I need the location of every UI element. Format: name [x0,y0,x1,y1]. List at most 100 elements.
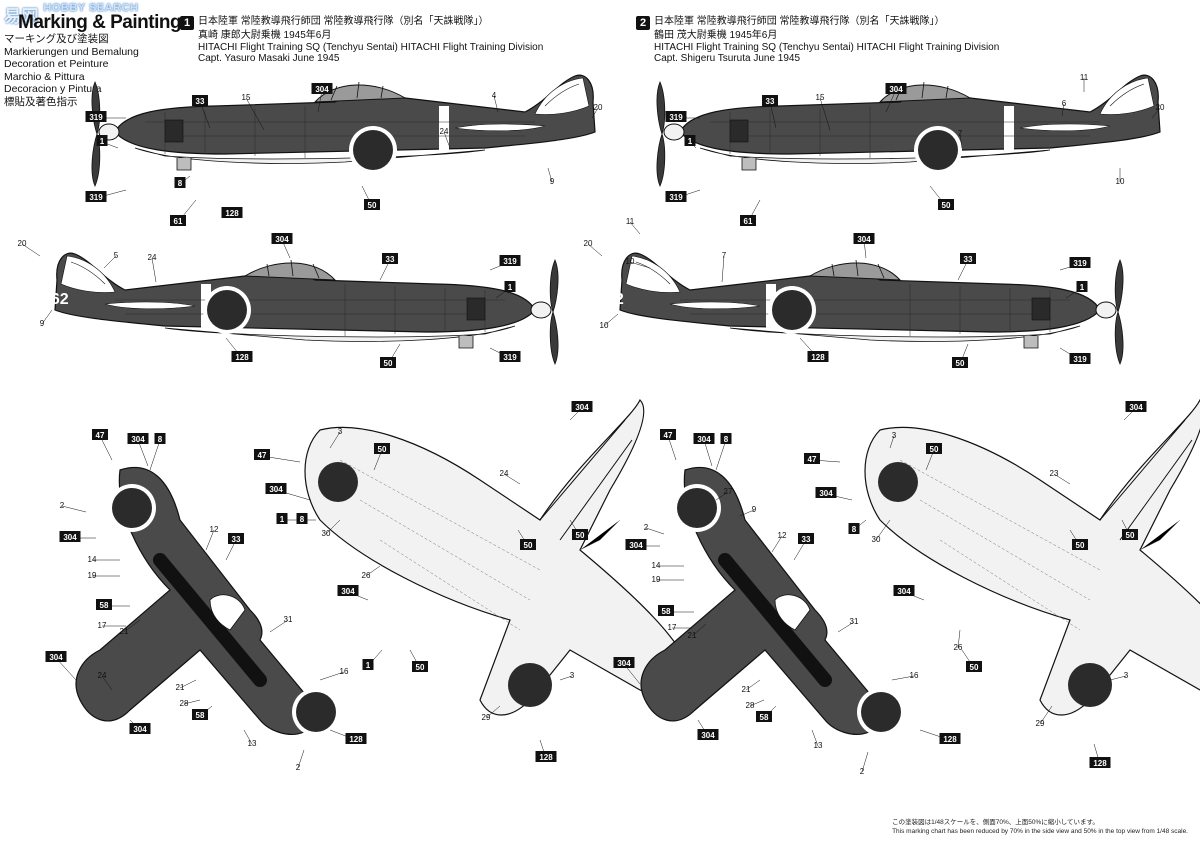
callout-boxed-33: 33 [960,253,976,264]
callout-5: 5 [114,251,119,260]
callout-20: 20 [594,103,603,112]
callout-label: 128 [1093,759,1107,768]
callout-leader-line [891,675,915,681]
callout-boxed-319: 319 [1069,257,1091,268]
callout-leader-line [319,671,345,681]
callout-20: 20 [1156,103,1165,112]
callout-20: 20 [584,239,593,248]
callout-leader-line [811,729,819,747]
callout-9: 9 [40,319,45,328]
callout-27: 27 [724,487,733,496]
callout-boxed-304: 304 [815,487,837,498]
footnote-ja: この塗装図は1/48スケールを、側面70%、上面50%に縮小しています。 [892,819,1099,826]
callout-box [665,191,687,202]
callout-label: 50 [956,359,965,368]
callout-leader-line [591,107,599,119]
callout-9: 9 [550,177,555,186]
callout-box [535,751,557,762]
callout-box [815,487,837,498]
callout-leader-line [485,705,501,719]
subtitle-it: Marchio & Pittura [4,70,85,83]
callout-label: 33 [386,255,395,264]
callout-label: 15 [816,93,825,102]
callout-label: 6 [1062,99,1067,108]
callout-label: 14 [88,555,97,564]
callout-boxed-304: 304 [265,483,287,494]
callout-label: 50 [1076,541,1085,550]
callout-leader-line [715,439,727,471]
callout-label: 26 [954,643,963,652]
callout-box [85,111,107,122]
callout-2: 2 [60,501,65,510]
callout-label: 128 [811,353,825,362]
callout-label: 1 [688,137,693,146]
callout-leader-line [721,255,725,283]
callout-label: 20 [1156,103,1165,112]
callout-label: 58 [760,713,769,722]
callout-boxed-304: 304 [893,585,915,596]
callout-label: 8 [158,435,163,444]
profile-2-right-side-view [619,252,1124,365]
callout-leader-line [325,519,341,535]
callout-label: 50 [942,201,951,210]
callout-boxed-8: 8 [296,513,308,524]
callout-label: 2 [60,501,65,510]
callout-label: 21 [120,627,129,636]
callout-box [192,709,208,720]
callout-boxed-33: 33 [192,95,208,106]
callout-label: 50 [524,541,533,550]
callout-label: 21 [688,631,697,640]
profile-2-bottom-view [864,399,1200,716]
callout-label: 1 [280,515,285,524]
callout-2: 2 [860,767,865,776]
callout-label: 21 [176,683,185,692]
callout-leader-line [587,243,603,257]
callout-leader-line [645,527,665,535]
callout-label: 33 [802,535,811,544]
callout-24: 24 [148,253,157,262]
callout-leader-line [715,491,729,501]
callout-label: 50 [416,663,425,672]
callout-14: 14 [652,561,661,570]
callout-label: 29 [1036,719,1045,728]
callout-box [520,539,536,550]
callout-boxed-128: 128 [807,351,829,362]
callout-box [613,657,635,668]
callout-box [174,177,186,188]
callout-6: 6 [1062,99,1067,108]
callout-29: 29 [1036,719,1045,728]
callout-leader-line [149,439,161,471]
callout-box [412,661,428,672]
callout-boxed-304: 304 [311,83,333,94]
callout-box [345,733,367,744]
callout-boxed-1: 1 [684,135,696,146]
callout-leader-line [957,629,961,649]
callout-box [1125,401,1147,412]
callout-label: 28 [180,699,189,708]
callout-17: 17 [668,623,677,632]
callout-label: 58 [100,601,109,610]
callout-box [45,651,67,662]
callout-label: 319 [89,113,103,122]
callout-label: 304 [63,533,77,542]
callout-boxed-304: 304 [697,729,719,740]
callout-23: 23 [1050,469,1059,478]
callout-label: 14 [652,561,661,570]
callout-box [960,253,976,264]
callout-boxed-1: 1 [276,513,288,524]
callout-leader-line [329,431,341,449]
profile-2-tail-code-right: 62 [606,291,624,308]
callout-boxed-50: 50 [952,357,968,368]
callout-leader-line [875,519,891,541]
callout-leader-line [21,243,41,257]
callout-boxed-33: 33 [798,533,814,544]
watermark-logo-2: 网 [21,7,39,26]
callout-box [127,433,149,444]
callout-boxed-304: 304 [885,83,907,94]
callout-box [756,711,772,722]
callout-box [798,533,814,544]
callout-label: 50 [384,359,393,368]
callout-17: 17 [98,621,107,630]
callout-label: 31 [284,615,293,624]
